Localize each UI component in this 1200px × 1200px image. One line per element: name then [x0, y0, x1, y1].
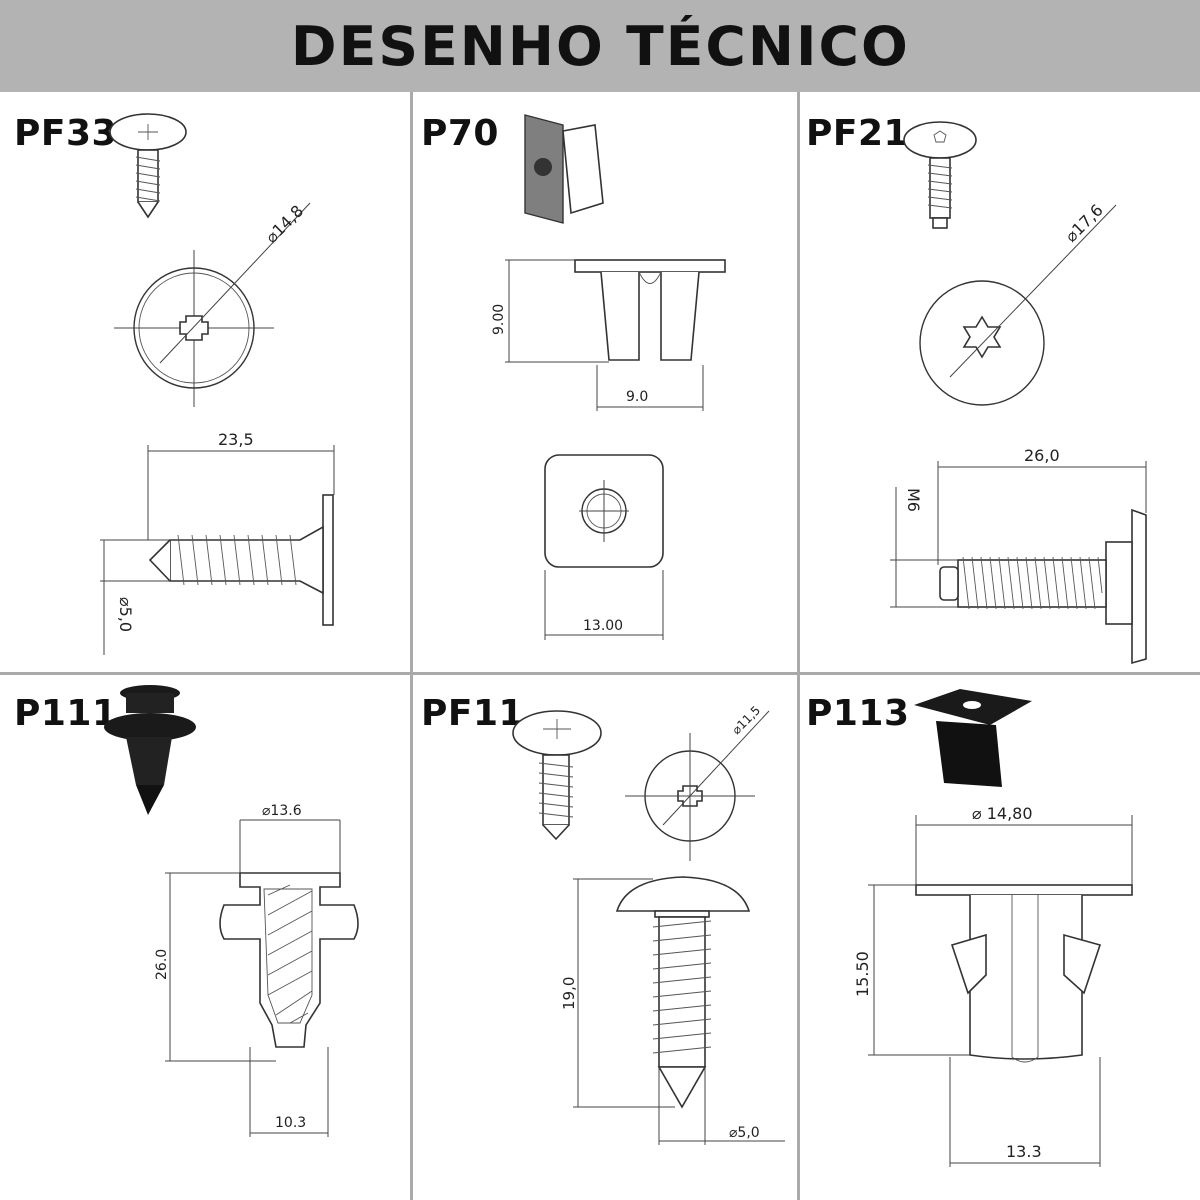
dim-width: 13.3	[1006, 1142, 1042, 1161]
dim-diameter: ⌀11,5	[729, 703, 763, 737]
p111-section-view: ⌀13.6 26.0 10.3	[154, 803, 359, 1137]
pf21-top-view: ⌀17,6	[919, 200, 1117, 406]
dim-diameter: ⌀13.6	[262, 803, 302, 819]
dim-shank: 10.3	[275, 1115, 306, 1131]
clip-photo-icon	[104, 685, 196, 815]
divider-h1	[0, 672, 1200, 675]
drawing-grid	[0, 92, 1200, 1200]
dim-length: 23,5	[218, 430, 254, 449]
panel-p70: P70 9.00 9.0	[413, 95, 797, 675]
dim-thread: M6	[904, 488, 923, 512]
pf11-drawing: ⌀11,5 19,0 ⌀5,0	[512, 703, 785, 1145]
nut-photo-icon	[914, 689, 1032, 787]
panel-pf21: PF21 ⌀17,6 26,0	[800, 95, 1200, 675]
screw-photo-icon	[512, 710, 602, 841]
bolt-photo-icon	[903, 121, 977, 229]
screw-photo-icon	[109, 113, 187, 219]
pf21-drawing: ⌀17,6 26,0 M6	[890, 121, 1147, 665]
dim-shank: ⌀5,0	[729, 1125, 760, 1141]
p111-drawing: ⌀13.6 26.0 10.3	[104, 685, 359, 1137]
panel-p111: P111 ⌀13.6 26.0 10.3	[0, 675, 410, 1200]
p70-side-view: 9.00 9.0	[491, 259, 726, 411]
divider-v2	[797, 92, 800, 1200]
dim-shank: ⌀5,0	[116, 597, 135, 632]
dim-diameter: ⌀14,8	[262, 201, 307, 246]
dim-diameter: ⌀17,6	[1061, 200, 1106, 245]
header-bar: DESENHO TÉCNICO	[0, 0, 1200, 92]
dim-length: 19,0	[560, 977, 578, 1010]
panel-pf33: PF33 ⌀14,8 23,5	[0, 95, 410, 675]
dim-diameter: ⌀ 14,80	[972, 804, 1033, 823]
dim-height: 9.00	[491, 304, 507, 335]
panel-pf11: PF11 ⌀11,5 19,0	[413, 675, 797, 1200]
pf21-side-view: 26,0 M6	[890, 446, 1147, 665]
part-code: PF11	[421, 693, 525, 734]
pf33-drawing: ⌀14,8 23,5 ⌀5,0	[100, 113, 335, 655]
page-title: DESENHO TÉCNICO	[290, 14, 910, 78]
dim-height: 15.50	[853, 951, 872, 997]
dim-length: 26,0	[1024, 446, 1060, 465]
divider-v1	[410, 92, 413, 1200]
dim-width: 9.0	[626, 389, 648, 405]
pf33-top-view: ⌀14,8	[114, 201, 311, 407]
pf11-top-view: ⌀11,5	[625, 703, 770, 861]
part-code: PF33	[14, 113, 118, 154]
p113-side-view: ⌀ 14,80 15.50 13.3	[853, 804, 1133, 1167]
pf33-side-view: 23,5 ⌀5,0	[100, 430, 335, 655]
dim-length: 26.0	[154, 949, 170, 980]
dim-square: 13.00	[583, 618, 623, 634]
p113-drawing: ⌀ 14,80 15.50 13.3	[853, 689, 1133, 1167]
part-code: P70	[421, 113, 499, 154]
part-code: P113	[806, 693, 910, 734]
panel-p113: P113 ⌀ 14,80 15.50 13.3	[800, 675, 1200, 1200]
nut-photo-icon	[524, 114, 604, 224]
p70-top-view: 13.00	[544, 454, 664, 640]
part-code: P111	[14, 693, 118, 734]
part-code: PF21	[806, 113, 910, 154]
pf11-side-view: 19,0 ⌀5,0	[560, 876, 785, 1145]
p70-drawing: 9.00 9.0 13.00	[491, 114, 726, 640]
